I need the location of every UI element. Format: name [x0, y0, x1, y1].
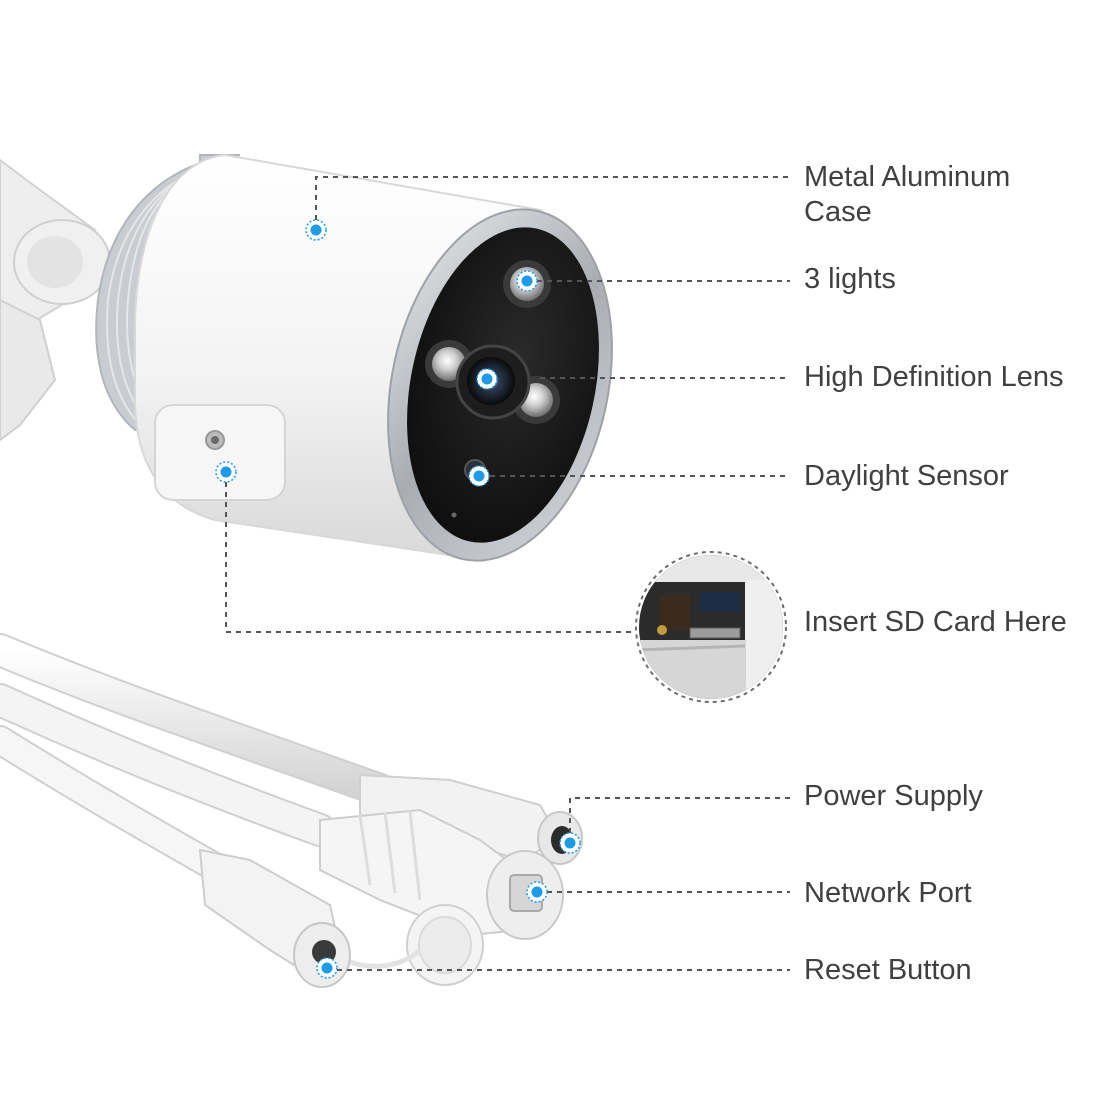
- callout-label-line: Metal Aluminum: [804, 161, 1011, 193]
- hotspot-dot-icon: [468, 465, 490, 487]
- hotspot-dot-icon: [476, 368, 498, 390]
- callout-label-line: High Definition Lens: [804, 361, 1064, 393]
- camera-body: [95, 153, 613, 562]
- hotspot-dot-icon: [559, 832, 581, 854]
- cable-assembly: [0, 633, 583, 988]
- callout-network-port: Network Port: [804, 876, 972, 911]
- callout-daylight-sensor: Daylight Sensor: [804, 459, 1009, 494]
- leader-line-metal-case: [315, 176, 790, 230]
- leader-line-power: [569, 797, 790, 843]
- callout-label-line: 3 lights: [804, 263, 896, 295]
- callout-reset-button: Reset Button: [804, 953, 972, 988]
- hotspot-dot-icon: [215, 461, 237, 483]
- callout-metal-aluminum-case: Metal Aluminum Case: [804, 160, 1010, 230]
- callout-high-definition-lens: High Definition Lens: [804, 360, 1064, 395]
- callout-label-line: Power Supply: [804, 780, 983, 812]
- callout-label-line: Reset Button: [804, 954, 972, 986]
- hotspot-dot-icon: [526, 881, 548, 903]
- callout-insert-sd-card: Insert SD Card Here: [804, 605, 1067, 640]
- callout-power-supply: Power Supply: [804, 779, 983, 814]
- wall-mount: [0, 158, 111, 442]
- leader-line-sd-card: [225, 472, 636, 633]
- hotspots: [215, 219, 581, 979]
- leader-lines: [225, 176, 790, 971]
- callout-three-lights: 3 lights: [804, 262, 896, 297]
- callout-label-line: Daylight Sensor: [804, 460, 1009, 492]
- sd-card-inset: [635, 551, 787, 703]
- callout-label-line: Insert SD Card Here: [804, 606, 1067, 638]
- hotspot-dot-icon: [305, 219, 327, 241]
- hotspot-dot-icon: [316, 957, 338, 979]
- hotspot-dot-icon: [516, 270, 538, 292]
- callout-label-line: Case: [804, 196, 872, 228]
- callout-label-line: Network Port: [804, 877, 972, 909]
